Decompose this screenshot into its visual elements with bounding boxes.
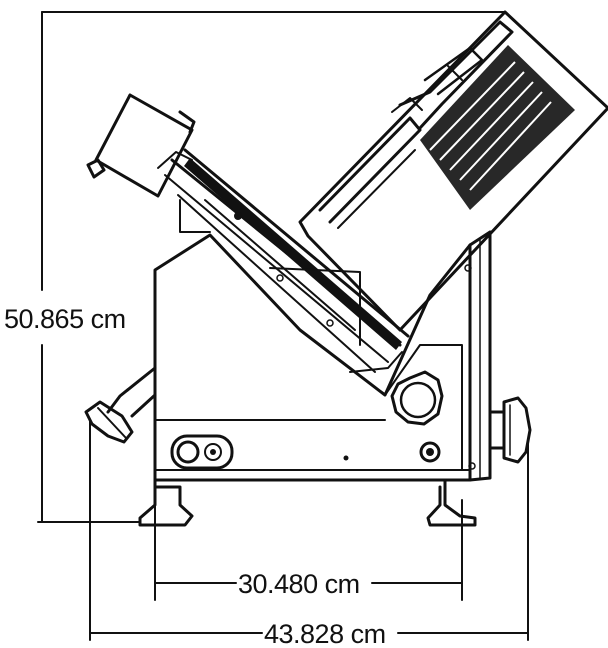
thickness-knob	[390, 370, 444, 426]
base-width-dimension: 30.480 cm	[154, 499, 463, 601]
left-foot	[138, 478, 194, 527]
housing-right-panel	[384, 344, 463, 471]
base-width-label: 30.480 cm	[238, 569, 360, 599]
overall-width-dimension: 43.828 cm	[89, 419, 529, 648]
main-housing	[153, 233, 472, 482]
slicer-machine	[84, 10, 608, 527]
food-tray	[298, 10, 608, 332]
power-switch	[170, 434, 234, 470]
rear-plate	[468, 230, 492, 482]
side-knob	[488, 396, 532, 464]
push-handle	[84, 366, 157, 444]
overall-width-label: 43.828 cm	[264, 619, 386, 648]
indicator-light	[419, 441, 441, 463]
carriage-rail	[164, 148, 410, 373]
height-dimension: 50.865 cm	[4, 11, 506, 523]
height-label: 50.865 cm	[4, 304, 126, 334]
right-foot	[426, 478, 477, 527]
motor-block	[86, 93, 196, 198]
